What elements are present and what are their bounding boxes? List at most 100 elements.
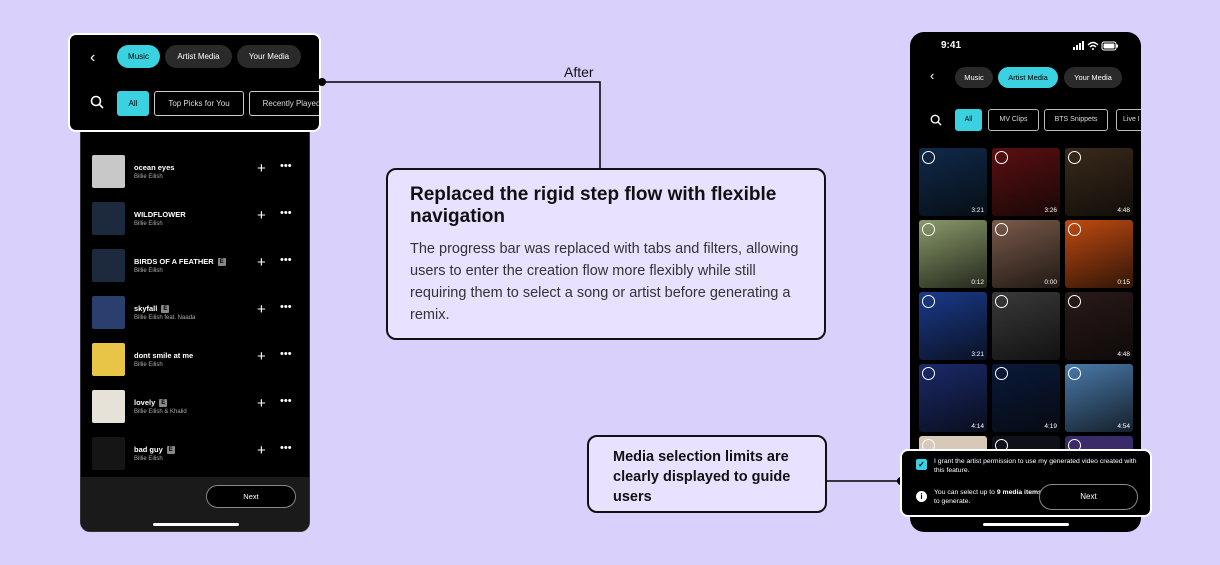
media-thumbnail[interactable]: 0:15: [1065, 220, 1133, 288]
select-circle-icon[interactable]: [995, 151, 1008, 164]
filter-mv-clips[interactable]: MV Clips: [988, 109, 1039, 131]
media-thumbnail[interactable]: 3:21: [919, 148, 987, 216]
more-options-icon[interactable]: •••: [280, 207, 292, 219]
back-icon[interactable]: ‹: [930, 68, 935, 83]
song-row[interactable]: WILDFLOWER Billie Eilish + •••: [81, 202, 309, 242]
checkbox-checked-icon[interactable]: ✓: [916, 459, 927, 470]
add-icon[interactable]: +: [257, 348, 266, 365]
song-artist: Billie Eilish: [134, 456, 163, 462]
album-art: [92, 249, 125, 282]
more-options-icon[interactable]: •••: [280, 254, 292, 266]
song-artist: Billie Eilish & Khalid: [134, 409, 187, 415]
album-art: [92, 296, 125, 329]
media-thumbnail[interactable]: 4:19: [992, 364, 1060, 432]
add-icon[interactable]: +: [257, 442, 266, 459]
album-art: [92, 390, 125, 423]
add-icon[interactable]: +: [257, 301, 266, 318]
callout-flexible-navigation: Replaced the rigid step flow with flexib…: [386, 168, 826, 340]
more-options-icon[interactable]: •••: [280, 442, 292, 454]
media-duration: 4:48: [1117, 207, 1130, 214]
select-circle-icon[interactable]: [1068, 223, 1081, 236]
tab-music[interactable]: Music: [117, 45, 160, 68]
after-label: After: [564, 64, 594, 80]
media-thumbnail[interactable]: 3:26: [992, 148, 1060, 216]
filter-top-picks[interactable]: Top Picks for You: [154, 91, 244, 116]
filter-all[interactable]: All: [955, 109, 982, 131]
media-thumbnail[interactable]: 0:12: [919, 220, 987, 288]
tab-artist-media[interactable]: Artist Media: [998, 67, 1058, 88]
song-row[interactable]: dont smile at me Billie Eilish + •••: [81, 343, 309, 383]
media-duration: 4:14: [971, 423, 984, 430]
tab-music[interactable]: Music: [955, 67, 993, 88]
select-circle-icon[interactable]: [1068, 367, 1081, 380]
status-icons: [1073, 41, 1118, 51]
next-button[interactable]: Next: [1039, 484, 1138, 510]
filter-recently-played[interactable]: Recently Played: [249, 91, 319, 116]
song-artist: Billie Eilish: [134, 268, 163, 274]
select-circle-icon[interactable]: [995, 295, 1008, 308]
media-thumbnail[interactable]: 4:14: [919, 364, 987, 432]
explicit-icon: E: [217, 257, 226, 266]
media-thumbnail[interactable]: [992, 292, 1060, 360]
tab-artist-media[interactable]: Artist Media: [165, 45, 232, 68]
add-icon[interactable]: +: [257, 207, 266, 224]
song-title: WILDFLOWER: [134, 210, 186, 219]
permission-text: I grant the artist permission to use my …: [934, 458, 1137, 474]
tab-your-media[interactable]: Your Media: [237, 45, 301, 68]
more-options-icon[interactable]: •••: [280, 395, 292, 407]
song-artist: Billie Eilish: [134, 362, 163, 368]
media-duration: 3:21: [971, 351, 984, 358]
filter-all[interactable]: All: [117, 91, 149, 116]
right-phone-screen: 9:41 ‹ Music Artist Media Your Media All…: [910, 32, 1141, 532]
info-icon: i: [916, 491, 927, 502]
filter-bts-snippets[interactable]: BTS Snippets: [1044, 109, 1108, 131]
search-icon[interactable]: [930, 114, 942, 126]
next-button[interactable]: Next: [206, 485, 296, 508]
add-icon[interactable]: +: [257, 160, 266, 177]
media-thumbnail[interactable]: 4:54: [1065, 364, 1133, 432]
back-icon[interactable]: ‹: [90, 49, 96, 66]
callout-body: The progress bar was replaced with tabs …: [410, 241, 799, 323]
more-options-icon[interactable]: •••: [280, 301, 292, 313]
media-duration: 0:00: [1044, 279, 1057, 286]
select-circle-icon[interactable]: [922, 295, 935, 308]
album-art: [92, 155, 125, 188]
select-circle-icon[interactable]: [995, 367, 1008, 380]
media-thumbnail[interactable]: 0:00: [992, 220, 1060, 288]
select-circle-icon[interactable]: [922, 367, 935, 380]
left-footer: Next: [81, 477, 309, 531]
album-art: [92, 202, 125, 235]
select-circle-icon[interactable]: [1068, 151, 1081, 164]
add-icon[interactable]: +: [257, 254, 266, 271]
media-thumbnail[interactable]: 4:48: [1065, 292, 1133, 360]
song-artist: Billie Eilish feat. Naada: [134, 315, 196, 321]
song-artist: Billie Eilish: [134, 221, 163, 227]
search-icon[interactable]: [90, 95, 104, 109]
media-duration: 3:26: [1044, 207, 1057, 214]
filter-live[interactable]: Live I: [1116, 109, 1141, 131]
media-thumbnail[interactable]: 3:21: [919, 292, 987, 360]
more-options-icon[interactable]: •••: [280, 348, 292, 360]
more-options-icon[interactable]: •••: [280, 160, 292, 172]
callout-title: Replaced the rigid step flow with flexib…: [410, 184, 777, 227]
select-circle-icon[interactable]: [995, 223, 1008, 236]
song-artist: Billie Eilish: [134, 174, 163, 180]
status-time: 9:41: [941, 40, 962, 51]
select-circle-icon[interactable]: [922, 151, 935, 164]
song-title: dont smile at me: [134, 351, 194, 360]
add-icon[interactable]: +: [257, 395, 266, 412]
tab-your-media[interactable]: Your Media: [1064, 67, 1122, 88]
select-circle-icon[interactable]: [1068, 295, 1081, 308]
select-circle-icon[interactable]: [922, 223, 935, 236]
media-thumbnail[interactable]: 4:48: [1065, 148, 1133, 216]
selection-limit-text: You can select up to 9 media items to ge…: [934, 489, 1042, 505]
